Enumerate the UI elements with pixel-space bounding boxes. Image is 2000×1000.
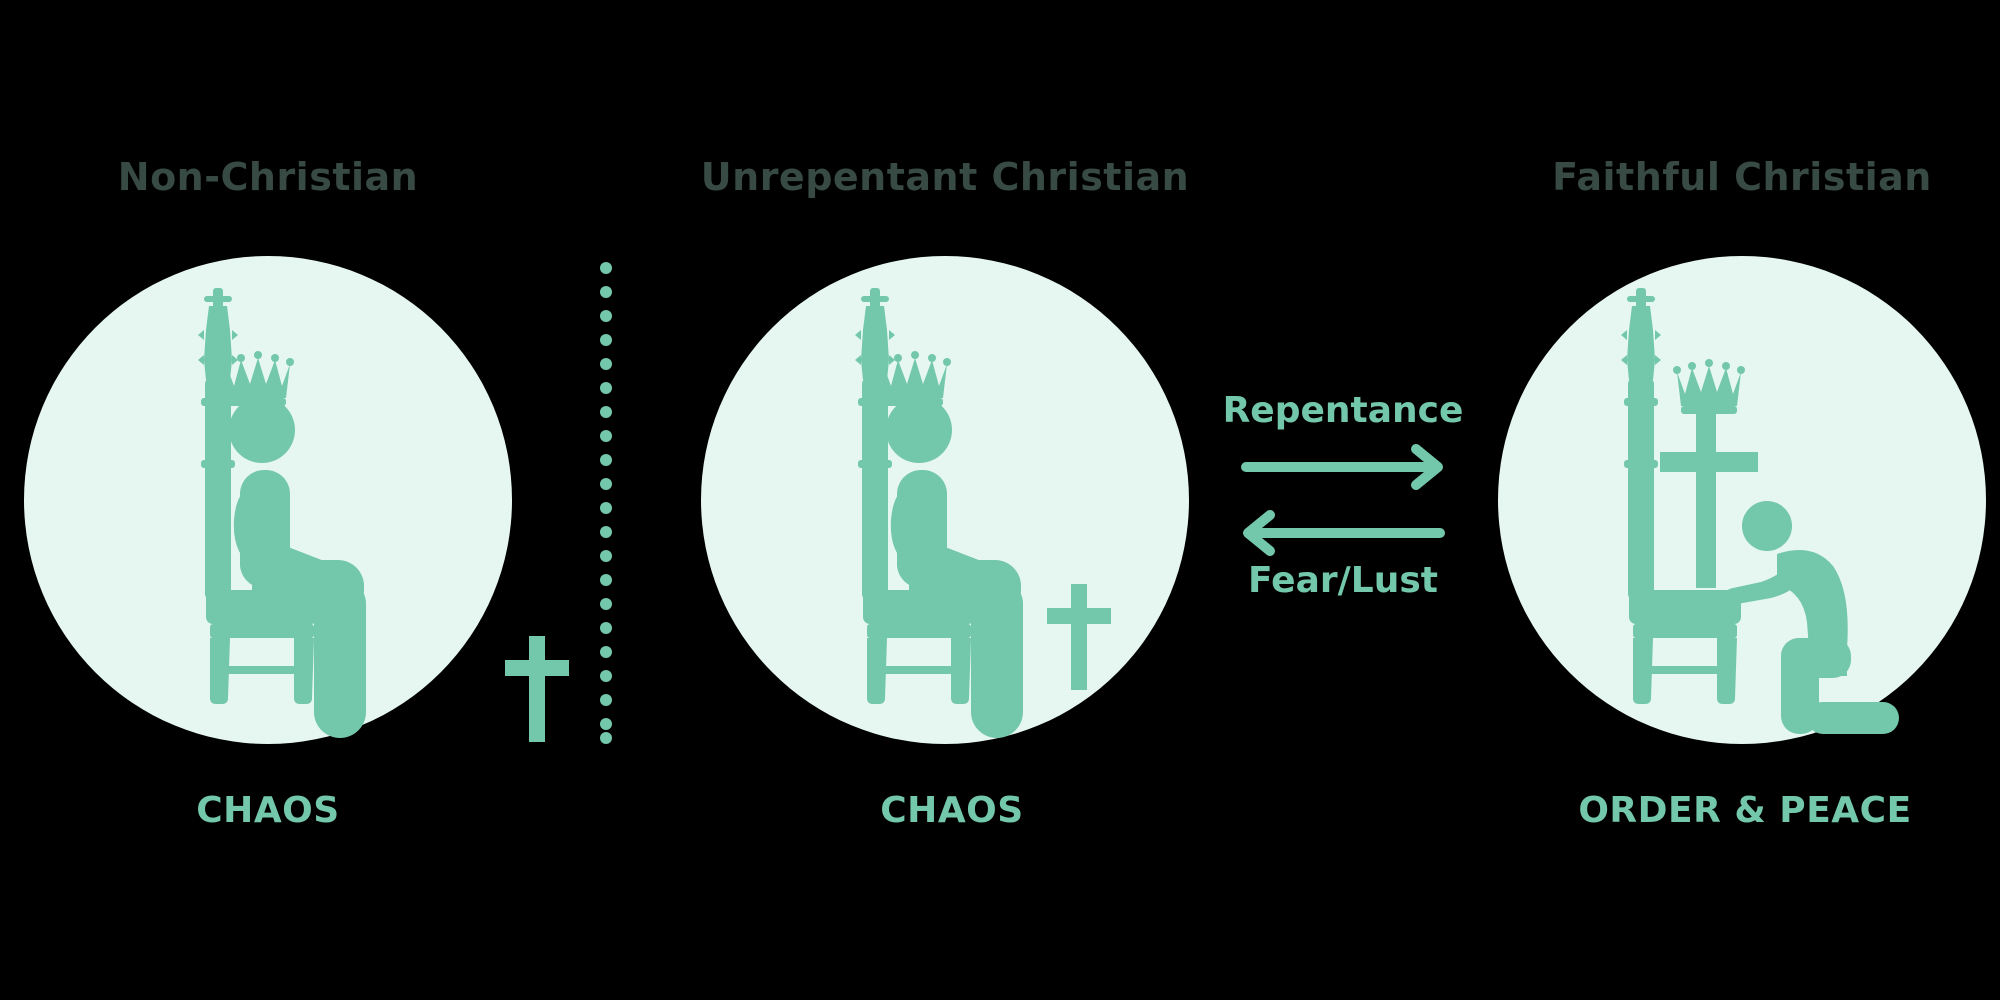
panel-caption-unrepentant-christian: CHAOS <box>880 790 1024 831</box>
panel-heading-non-christian: Non-Christian <box>117 155 419 199</box>
arrow-right-icon <box>1241 444 1443 490</box>
throne-cross-icon <box>1660 410 1758 588</box>
cross-icon <box>505 636 569 742</box>
panel-caption-faithful-christian: ORDER & PEACE <box>1578 790 1912 831</box>
panel-circle-faithful-christian <box>1498 256 1986 744</box>
fear-lust-label: Fear/Lust <box>1248 560 1438 601</box>
repentance-label: Repentance <box>1222 390 1464 431</box>
panel-heading-unrepentant-christian: Unrepentant Christian <box>700 155 1190 199</box>
panel-caption-non-christian: CHAOS <box>196 790 340 831</box>
dotted-divider <box>600 262 612 744</box>
arrow-left-icon <box>1243 510 1445 556</box>
panel-heading-faithful-christian: Faithful Christian <box>1552 155 1932 199</box>
